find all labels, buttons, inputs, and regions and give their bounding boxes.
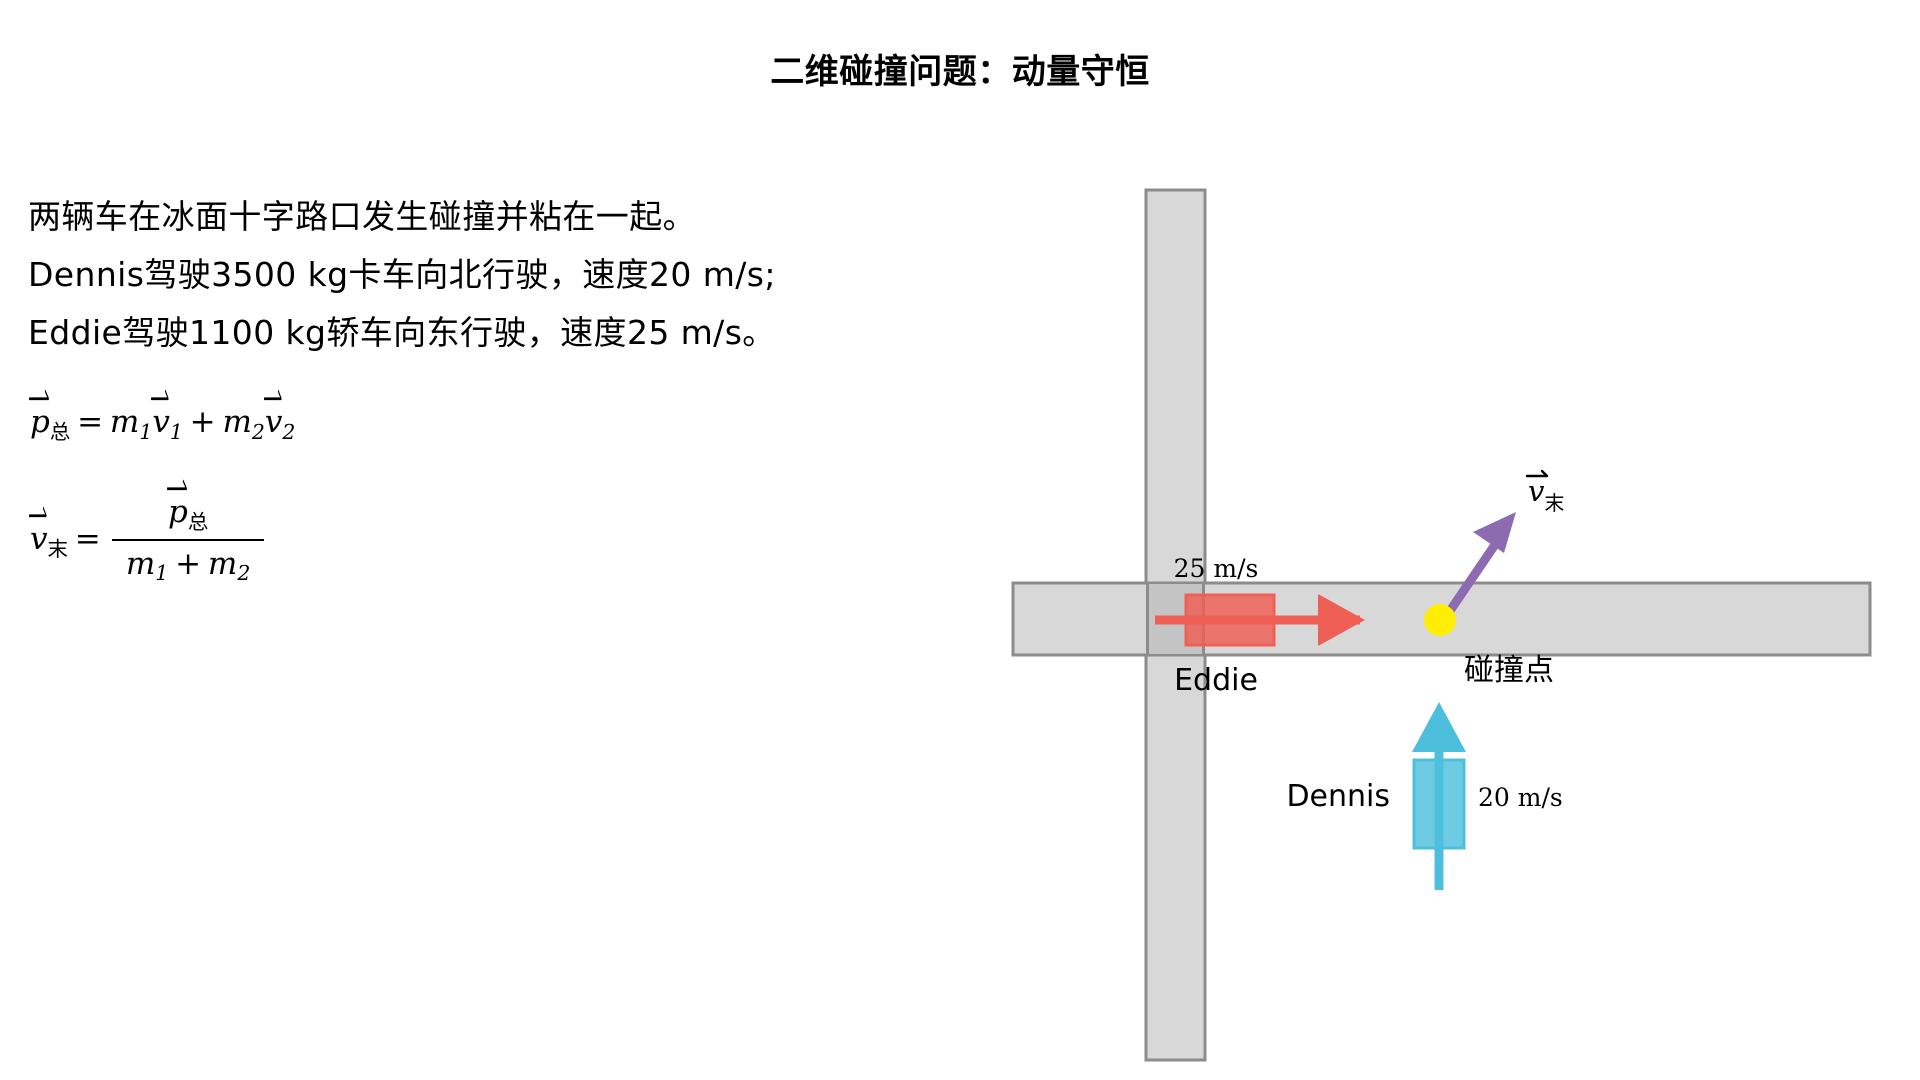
symbol-m1: m [109, 404, 140, 440]
resultant-vector-subscript: 末 [1544, 491, 1564, 515]
subscript-v1: 1 [169, 419, 183, 444]
eddie-velocity-arrowhead [1318, 594, 1365, 646]
symbol-m2: m [207, 545, 238, 582]
problem-line-3: Eddie驾驶1100 kg轿车向东行驶，速度25 m/s。 [28, 313, 776, 352]
car-eddie [1155, 593, 1365, 647]
subscript-m2: 2 [251, 419, 265, 444]
formula-final-velocity: v末= p总 m1+m2 [29, 479, 295, 587]
symbol-v2: v [264, 404, 283, 440]
resultant-velocity-vector [1437, 512, 1516, 627]
resultant-vector-label: v末 [1528, 474, 1564, 515]
dennis-label: Dennis [1286, 779, 1390, 814]
subscript-m2: 2 [237, 561, 251, 586]
eddie-car-body [1184, 593, 1276, 647]
eddie-label: Eddie [1174, 663, 1258, 698]
dennis-speed-label: 20 m/s [1478, 783, 1563, 812]
resultant-vector-arrowhead [1473, 512, 1516, 553]
fraction-numerator: p总 [112, 479, 264, 539]
symbol-p: p [167, 494, 188, 530]
resultant-vector-symbol: v [1528, 474, 1545, 508]
car-dennis [1412, 702, 1466, 890]
subscript-final: 末 [47, 536, 68, 561]
equals-sign: = [77, 404, 104, 440]
problem-line-1: 两辆车在冰面十字路口发生碰撞并粘在一起。 [28, 197, 696, 236]
subscript-v2: 2 [282, 419, 296, 444]
symbol-m2: m [222, 404, 252, 440]
symbol-v1: v [152, 404, 170, 440]
equals-sign: = [74, 521, 101, 558]
dennis-car-body [1412, 758, 1466, 850]
problem-line-2: Dennis驾驶3500 kg卡车向北行驶，速度20 m/s; [28, 255, 776, 294]
subscript-m1: 1 [155, 561, 169, 586]
plus-sign: + [189, 404, 216, 440]
plus-sign: + [175, 545, 202, 582]
subscript-total: 总 [49, 419, 71, 444]
collision-point-label: 碰撞点 [1464, 653, 1554, 688]
eddie-speed-label: 25 m/s [1174, 554, 1259, 583]
subscript-total: 总 [187, 509, 209, 534]
symbol-m1: m [125, 545, 156, 582]
collision-point-dot [1424, 604, 1456, 636]
fraction: p总 m1+m2 [111, 479, 265, 586]
dennis-velocity-arrowhead [1412, 702, 1466, 752]
symbol-v: v [30, 521, 48, 558]
problem-statement: 两辆车在冰面十字路口发生碰撞并粘在一起。 Dennis驾驶3500 kg卡车向北… [28, 188, 958, 362]
page-title: 二维碰撞问题：动量守恒 [770, 52, 1150, 92]
fraction-denominator: m1+m2 [111, 538, 265, 586]
resultant-label-arrow-icon [1525, 469, 1549, 478]
subscript-m1: 1 [139, 419, 153, 444]
symbol-p: p [30, 404, 50, 440]
